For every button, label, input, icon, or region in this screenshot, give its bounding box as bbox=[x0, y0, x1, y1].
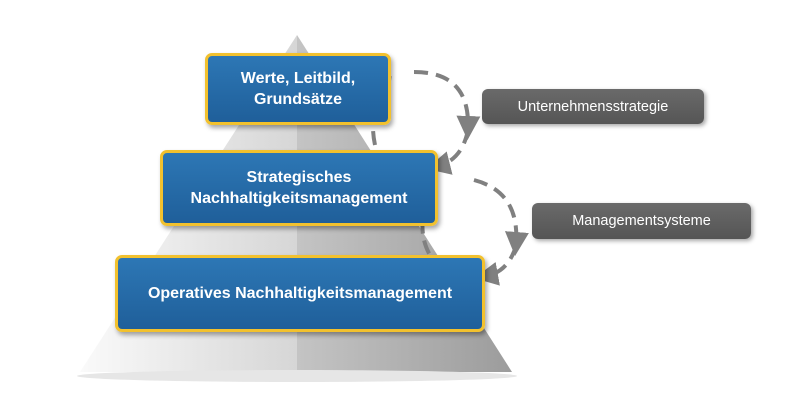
level-values-line-1: Werte, Leitbild, bbox=[240, 70, 356, 87]
level-strategic-line-2: Nachhaltigkeitsmanagement bbox=[190, 190, 408, 207]
pyramid-level-strategic: Strategisches Nachhaltigkeitsmanagement bbox=[160, 150, 438, 226]
arrow-middle-to-systems bbox=[473, 178, 529, 256]
level-operative-line-1: Operatives Nachhaltigkeitsmanagement bbox=[147, 285, 453, 302]
level-strategic-line-1: Strategisches bbox=[246, 169, 352, 186]
arrow-strategy-to-middle bbox=[426, 129, 470, 175]
level-values-line-2: Grundsätze bbox=[253, 91, 342, 108]
label-corporate-strategy-text: Unternehmensstrategie bbox=[517, 98, 669, 115]
arrow-systems-to-bottom bbox=[474, 245, 518, 286]
label-management-systems: Managementsysteme bbox=[532, 203, 751, 239]
label-corporate-strategy: Unternehmensstrategie bbox=[482, 89, 704, 124]
pyramid-level-values: Werte, Leitbild, Grundsätze bbox=[205, 53, 391, 125]
label-management-systems-text: Managementsysteme bbox=[572, 213, 711, 229]
arrow-top-to-strategy bbox=[413, 70, 481, 140]
pyramid-level-operative: Operatives Nachhaltigkeitsmanagement bbox=[115, 255, 485, 332]
pyramid-shadow bbox=[77, 370, 517, 382]
